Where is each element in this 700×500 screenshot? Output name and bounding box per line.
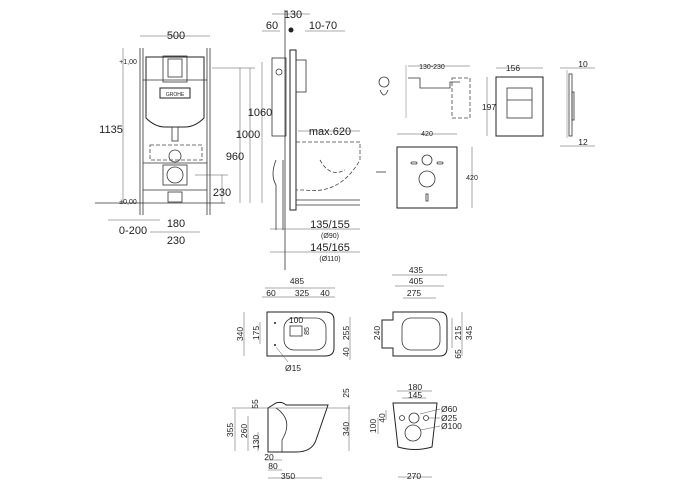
dim-pipe-dia-90: (Ø90) — [321, 233, 339, 240]
dim-plate-width: 156 — [506, 63, 520, 73]
dim-bolt-dia-15: Ø15 — [285, 363, 301, 373]
dim-pad-width: 420 — [421, 131, 433, 138]
flush-button — [506, 87, 533, 119]
dim-bowl-length-485: 485 — [290, 276, 304, 286]
dim-dia-25: Ø25 — [441, 413, 457, 423]
dim-270: 270 — [407, 471, 421, 481]
dim-260: 260 — [239, 424, 249, 438]
dim-plate-depth-10: 10 — [578, 59, 588, 69]
dim-plate-depth-12: 12 — [578, 137, 588, 147]
dim-height-230: 230 — [213, 187, 231, 199]
dim-bolt-spacing-175: 175 — [251, 326, 261, 340]
flush-plate-front — [495, 76, 544, 137]
dim-340: 340 — [341, 422, 351, 436]
dim-spacing-180: 180 — [167, 218, 185, 230]
grohe-logo — [159, 87, 191, 99]
dim-pad-height: 420 — [466, 175, 478, 182]
dim-pipe-135-155: 135/155 — [310, 219, 350, 231]
dim-height-1135: 1135 — [99, 124, 123, 136]
dim-435: 435 — [409, 265, 423, 275]
dim-130: 130 — [251, 435, 261, 449]
dim-55: 55 — [250, 399, 260, 409]
dim-325: 325 — [295, 288, 309, 298]
dim-100: 100 — [368, 419, 378, 433]
dim-215: 215 — [453, 326, 463, 340]
dim-405: 405 — [409, 276, 423, 286]
dim-spacing-230: 230 — [167, 235, 185, 247]
dim-180: 180 — [408, 382, 422, 392]
dim-height-960: 960 — [226, 151, 244, 163]
frame-side-view: 130 60 10-70 max.620 135/155 (Ø90) 145/1… — [262, 9, 361, 270]
dim-wall-10-70: 10-70 — [309, 20, 337, 32]
dim-40: 40 — [320, 288, 330, 298]
dim-adjust-0-200: 0-200 — [119, 225, 147, 237]
pipe-connector — [168, 149, 182, 163]
dim-255: 255 — [341, 326, 351, 340]
bowl-top-view: 485 60 325 40 340 175 100 85 255 40 Ø15 — [235, 276, 351, 373]
dim-350: 350 — [281, 471, 295, 481]
dim-345: 345 — [464, 326, 474, 340]
svg-text:GROHE: GROHE — [166, 92, 185, 98]
level-top: +1,00 — [119, 59, 137, 66]
dim-40: 40 — [377, 413, 387, 423]
dim-pipe-145-165: 145/165 — [310, 242, 350, 254]
drain-connection — [166, 166, 184, 184]
dim-plate-height: 197 — [482, 102, 496, 112]
frame-front-view: GROHE 500 1135 +1,00 ±0,00 1060 1000 960… — [95, 30, 272, 247]
dim-max-620: max.620 — [309, 126, 351, 138]
accessories: 130-230 156 197 10 12 420 420 — [376, 59, 595, 209]
dim-355: 355 — [225, 423, 235, 437]
dim-40b: 40 — [341, 347, 351, 357]
dim-dia-60: Ø60 — [441, 404, 457, 414]
dim-offset-60: 60 — [266, 20, 278, 32]
dim-height-1060: 1060 — [248, 107, 272, 119]
dim-145: 145 — [408, 390, 422, 400]
flush-plate-outline — [162, 55, 188, 83]
dim-20: 20 — [264, 452, 274, 462]
dim-275: 275 — [407, 288, 421, 298]
flush-plate-side — [295, 59, 307, 93]
outlet-60 — [408, 412, 420, 424]
dim-width-500: 500 — [167, 30, 185, 42]
dim-height-1000: 1000 — [236, 129, 260, 141]
sound-insulation-pad — [396, 146, 458, 209]
dim-dia-100: Ø100 — [441, 421, 462, 431]
dim-25: 25 — [341, 388, 351, 398]
dim-outlet-100: 100 — [289, 315, 303, 325]
dim-240: 240 — [372, 326, 382, 340]
dim-outlet-85: 85 — [304, 327, 311, 335]
bowl-side-view: 55 25 355 260 130 340 20 80 350 — [225, 388, 351, 481]
outlet-100 — [404, 424, 422, 442]
dim-65: 65 — [453, 349, 463, 359]
dim-bowl-width-340: 340 — [235, 327, 245, 341]
level-floor: ±0,00 — [119, 199, 137, 206]
dim-depth-130: 130 — [284, 9, 302, 21]
dim-pipe-dia-110: (Ø110) — [319, 256, 340, 263]
bowl-back-view: 180 145 Ø60 Ø25 Ø100 40 100 270 — [368, 382, 462, 481]
dim-60: 60 — [266, 288, 276, 298]
seat-top-view: 435 405 275 240 215 345 65 — [372, 265, 474, 359]
dim-anchor-130-230: 130-230 — [419, 64, 445, 71]
dim-80: 80 — [268, 461, 278, 471]
bracket-icon — [378, 76, 390, 88]
